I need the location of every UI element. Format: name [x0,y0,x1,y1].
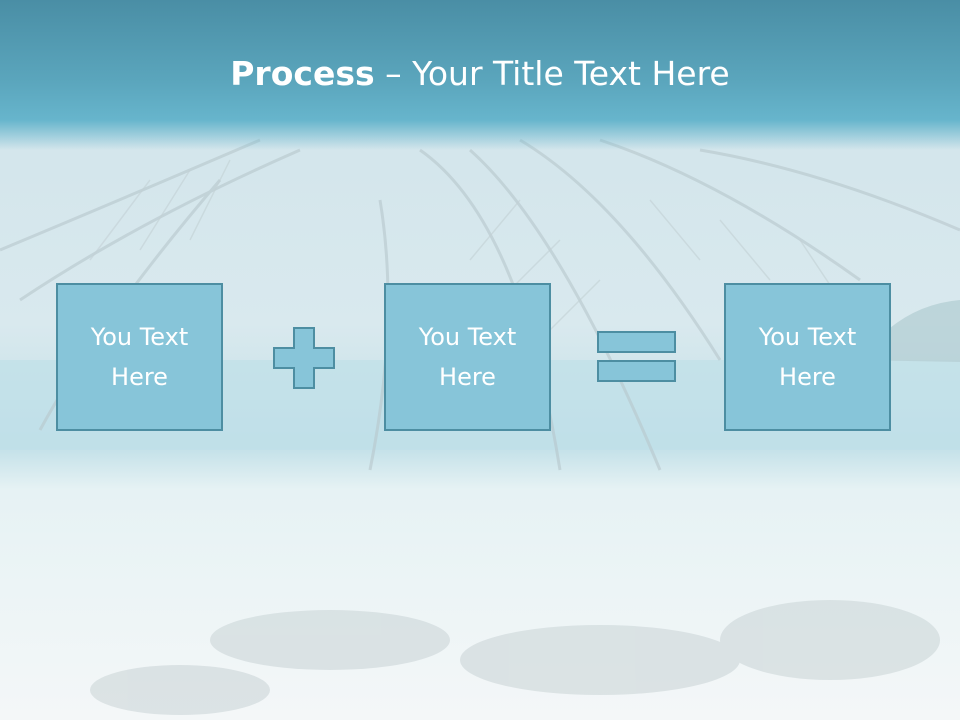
process-box-1[interactable]: You Text Here [56,283,223,431]
equals-icon [597,331,676,382]
plus-icon [273,327,335,389]
process-box-2[interactable]: You Text Here [384,283,551,431]
process-box-3[interactable]: You Text Here [724,283,891,431]
process-box-2-text: You Text Here [418,323,517,391]
process-box-3-text: You Text Here [758,323,857,391]
slide-title: Process – Your Title Text Here [0,52,960,96]
title-bar [0,0,960,150]
process-box-1-text: You Text Here [90,323,189,391]
title-rest: – Your Title Text Here [374,54,730,93]
title-bold: Process [230,54,375,93]
